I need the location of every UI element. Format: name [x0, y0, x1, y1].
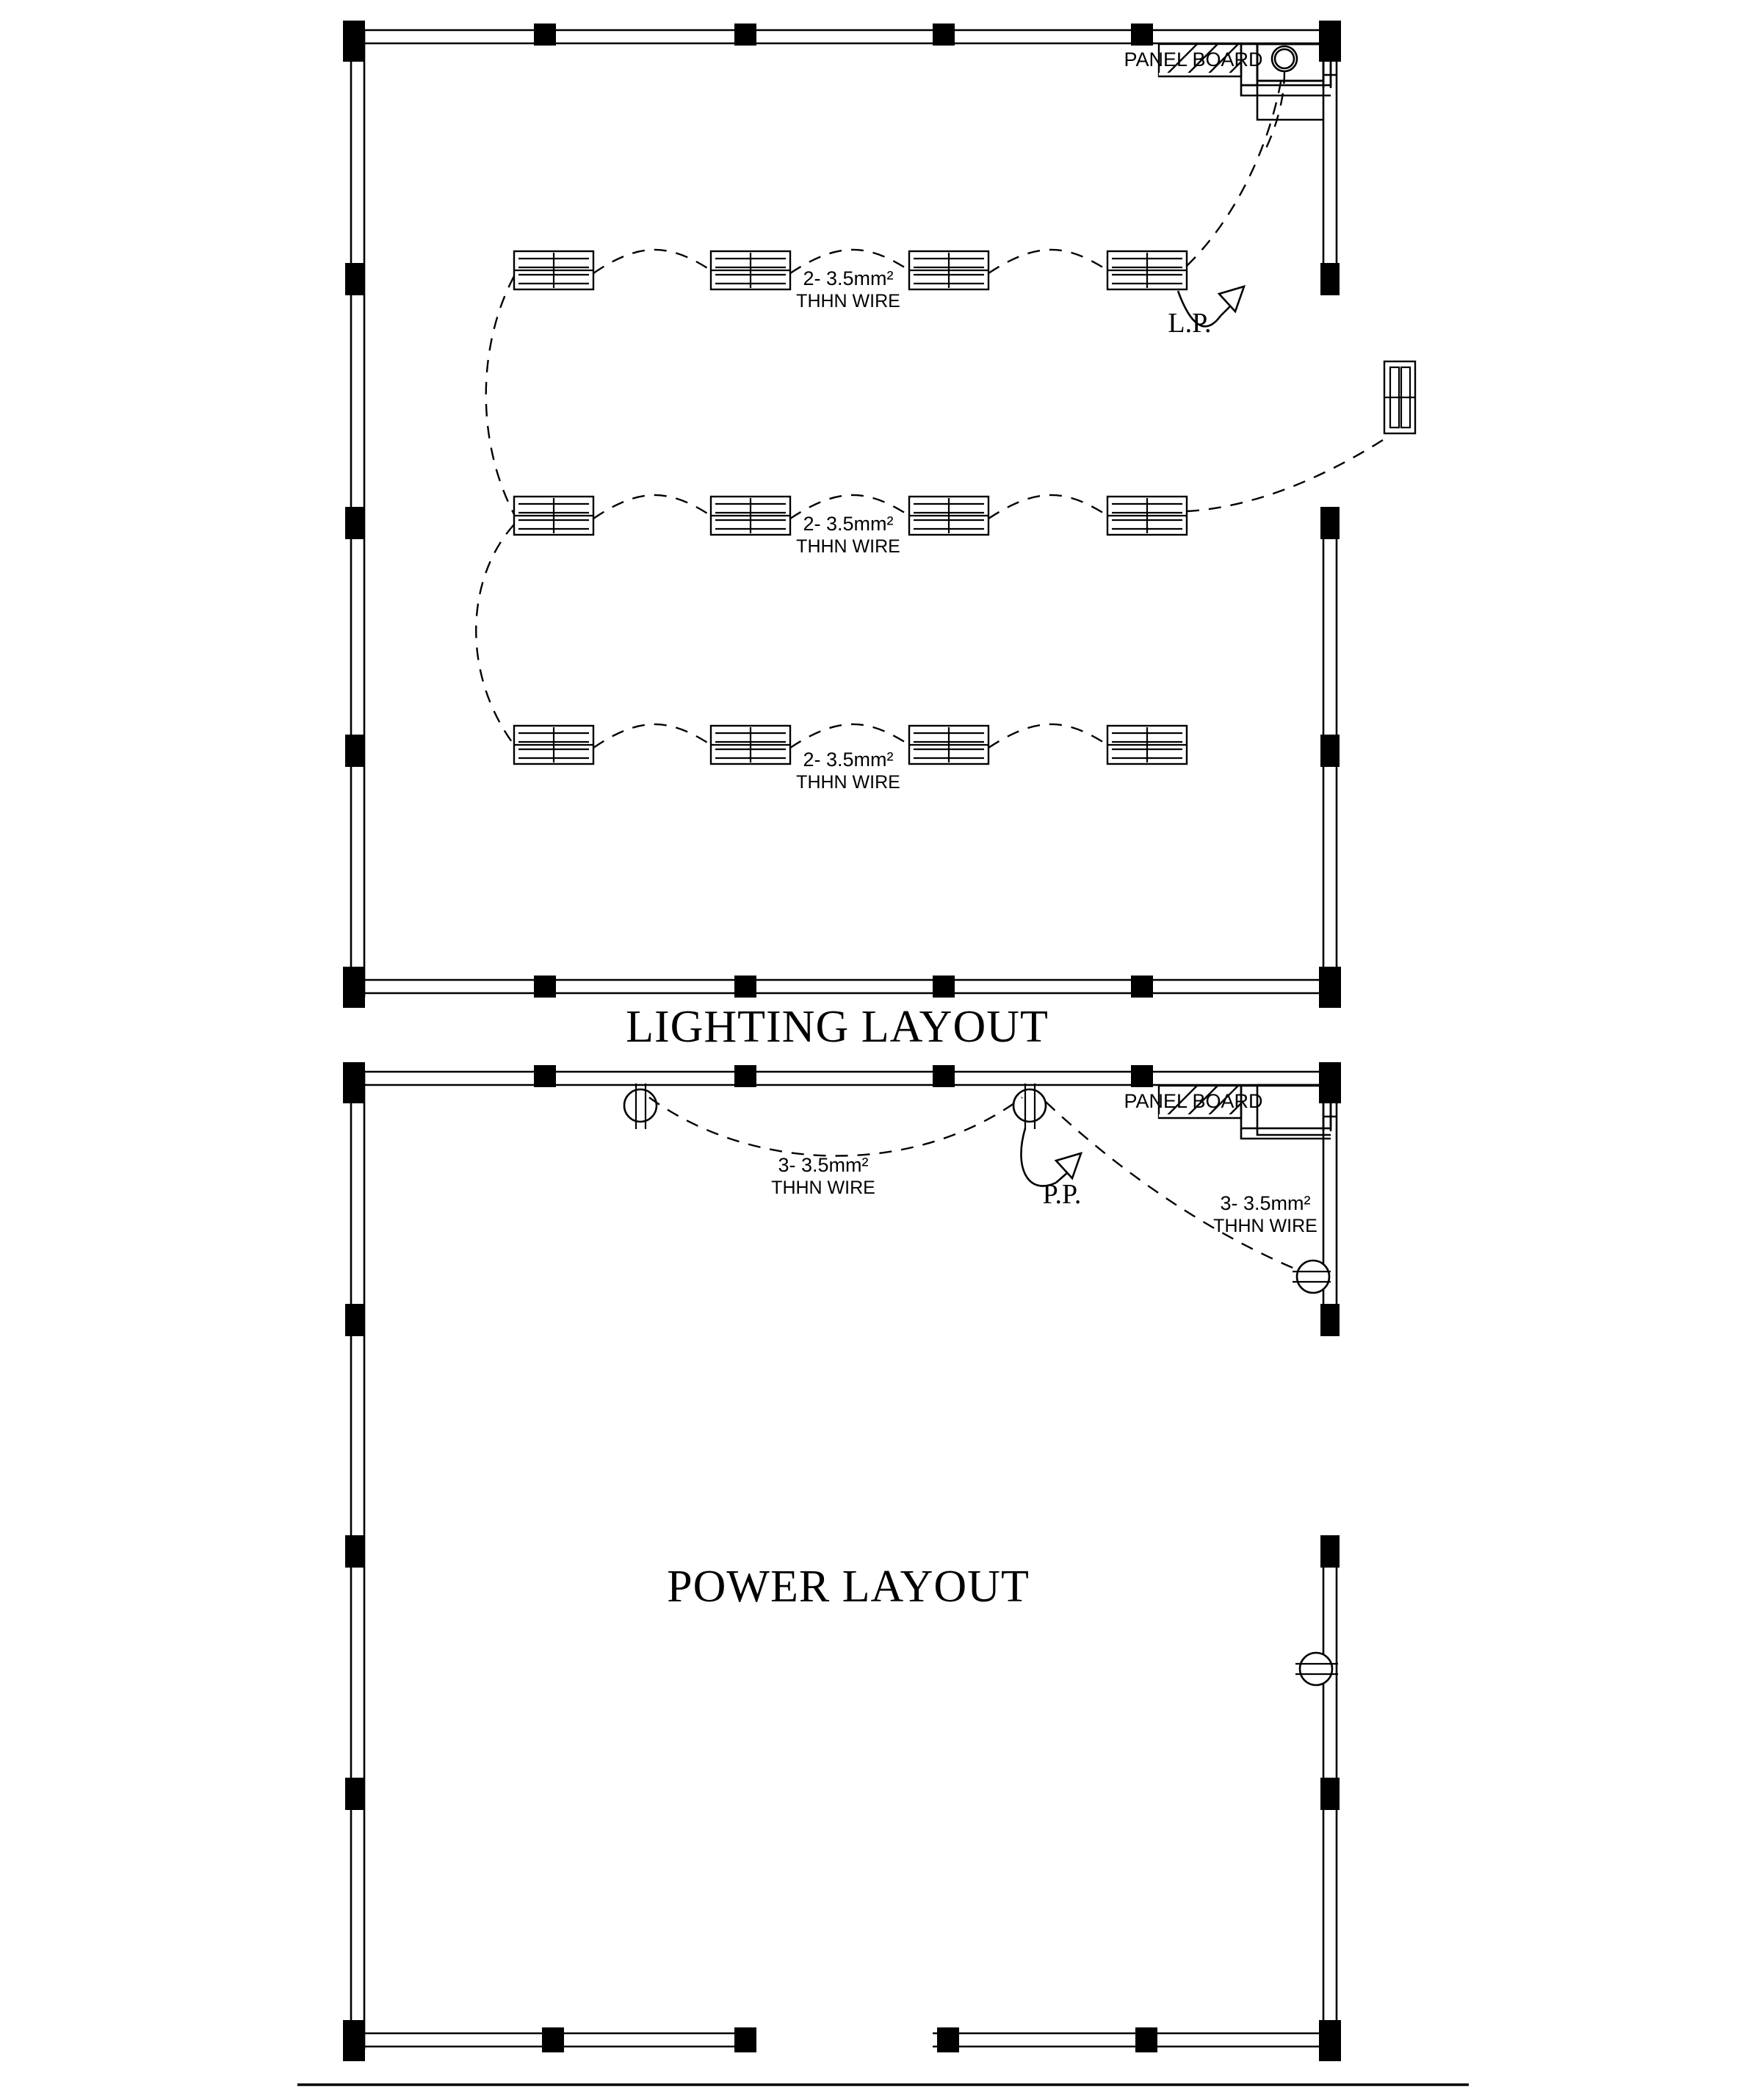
vertical-wall-fixture [1383, 360, 1417, 435]
lighting-panel-callout-label: L.P. [1168, 308, 1211, 339]
power-wire-label-1-line2: THHN WIRE [771, 1178, 875, 1198]
lighting-wire-label-2-line2: THHN WIRE [796, 536, 900, 557]
power-layout-plan: PANEL BOARD [343, 1062, 1341, 2061]
light-fixture [513, 724, 595, 765]
power-panel-callout [1020, 1128, 1083, 1187]
lighting-fixture-row-2 [513, 495, 1188, 536]
power-structural-columns [343, 1062, 1341, 2061]
power-layout-title: POWER LAYOUT [667, 1562, 1030, 1612]
lighting-fixture-row-1 [513, 250, 1188, 291]
power-circuit-wiring [648, 1097, 1301, 1272]
power-wire-label-1-line1: 3- 3.5mm² [778, 1154, 868, 1176]
light-fixture [908, 250, 990, 291]
light-fixture [1106, 495, 1188, 536]
utility-room-ceiling-light-icon [1270, 45, 1298, 73]
lighting-panel-callout [1176, 285, 1246, 328]
light-fixture [709, 724, 792, 765]
lighting-panel-board-label: PANEL BOARD [1124, 48, 1262, 71]
convenience-outlet-top-center [1012, 1083, 1047, 1129]
convenience-outlet-top-left [623, 1083, 658, 1129]
lighting-wire-label-1-line2: THHN WIRE [796, 291, 900, 311]
light-fixture [709, 250, 792, 291]
lighting-layout-plan: PANEL BOARD [343, 21, 1417, 1052]
convenience-outlet-right-upper [1293, 1259, 1331, 1294]
power-panel-callout-label: P.P. [1043, 1179, 1082, 1210]
light-fixture [908, 495, 990, 536]
lighting-circuit-wiring [475, 71, 1392, 749]
lighting-fixture-row-3 [513, 724, 1188, 765]
lighting-layout-title: LIGHTING LAYOUT [626, 1002, 1049, 1052]
light-fixture [709, 495, 792, 536]
power-wire-label-2-line2: THHN WIRE [1213, 1216, 1317, 1236]
lighting-wire-label-2-line1: 2- 3.5mm² [803, 513, 893, 535]
light-fixture [1106, 724, 1188, 765]
light-fixture [908, 724, 990, 765]
convenience-outlet-right-lower [1295, 1651, 1338, 1687]
light-fixture [513, 250, 595, 291]
lighting-wire-label-3-line2: THHN WIRE [796, 772, 900, 793]
light-fixture [1106, 250, 1188, 291]
power-panel-board-label: PANEL BOARD [1124, 1090, 1262, 1112]
power-walls [350, 1070, 1338, 2049]
lighting-structural-columns [343, 21, 1341, 1008]
light-fixture [513, 495, 595, 536]
power-utility-room [1240, 1083, 1337, 1140]
power-wire-label-2-line1: 3- 3.5mm² [1220, 1192, 1310, 1214]
lighting-wire-label-1-line1: 2- 3.5mm² [803, 267, 893, 289]
lighting-wire-label-3-line1: 2- 3.5mm² [803, 749, 893, 771]
lighting-utility-room [1240, 43, 1337, 121]
